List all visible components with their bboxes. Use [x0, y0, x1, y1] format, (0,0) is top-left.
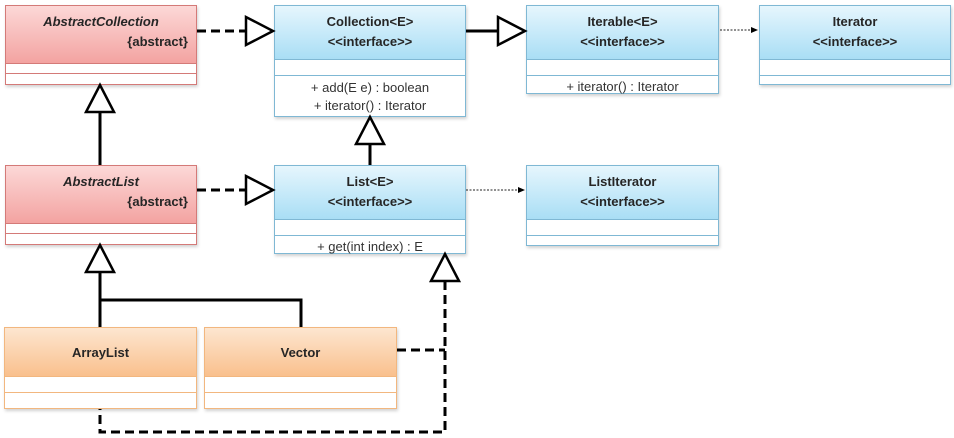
class-abstract-list[interactable]: AbstractList {abstract} [5, 165, 197, 245]
class-name: Collection<E> [326, 14, 414, 29]
class-iterator[interactable]: Iterator <<interface>> [759, 5, 951, 85]
class-name: AbstractList [63, 174, 139, 189]
class-stereotype: <<interface>> [327, 34, 413, 49]
class-name: AbstractCollection [43, 14, 159, 29]
class-header: Vector [205, 328, 396, 377]
attributes-section [527, 220, 718, 236]
class-collection[interactable]: Collection<E> <<interface>> + add(E e) :… [274, 5, 466, 117]
operation: + iterator() : Iterator [313, 98, 427, 113]
class-name: Iterable<E> [587, 14, 658, 29]
operations-section: + iterator() : Iterator [527, 76, 718, 96]
class-stereotype: {abstract} [127, 34, 188, 49]
operation: + get(int index) : E [317, 239, 423, 254]
class-name: List<E> [346, 174, 394, 189]
class-stereotype: <<interface>> [580, 34, 665, 49]
realization-abstractlist-list [197, 173, 276, 207]
hollow-triangle-icon [83, 242, 117, 274]
class-stereotype: <<interface>> [327, 194, 413, 209]
hollow-triangle-icon [244, 173, 276, 207]
class-header: ArrayList [5, 328, 196, 377]
attributes-section [205, 377, 396, 393]
class-header: Collection<E> <<interface>> [275, 6, 465, 60]
class-vector[interactable]: Vector [204, 327, 397, 409]
hollow-triangle-icon [244, 14, 276, 48]
class-header: List<E> <<interface>> [275, 166, 465, 220]
class-abstract-collection[interactable]: AbstractCollection {abstract} [5, 5, 197, 85]
class-stereotype: <<interface>> [580, 194, 665, 209]
attributes-section [6, 64, 196, 74]
attributes-section [275, 60, 465, 76]
attributes-section [760, 60, 950, 76]
hollow-triangle-icon [83, 82, 117, 114]
class-stereotype: <<interface>> [812, 34, 898, 49]
hollow-triangle-icon [428, 251, 462, 283]
class-iterable[interactable]: Iterable<E> <<interface>> + iterator() :… [526, 5, 719, 94]
operations-section: + add(E e) : boolean + iterator() : Iter… [275, 76, 465, 115]
hollow-triangle-icon [353, 114, 387, 146]
attributes-section [5, 377, 196, 393]
hollow-triangle-icon [496, 14, 528, 48]
class-header: Iterator <<interface>> [760, 6, 950, 60]
operation: + add(E e) : boolean [310, 80, 430, 95]
class-header: ListIterator <<interface>> [527, 166, 718, 220]
generalization-abstractlist-abstractcollection [83, 82, 117, 165]
class-header: AbstractList {abstract} [6, 166, 196, 224]
generalization-list-collection [353, 114, 387, 165]
class-stereotype: {abstract} [127, 194, 188, 209]
class-name: Vector [280, 345, 321, 360]
operation: + iterator() : Iterator [566, 79, 679, 94]
generalization-arraylist-vector-abstractlist [83, 242, 303, 327]
class-list[interactable]: List<E> <<interface>> + get(int index) :… [274, 165, 466, 254]
generalization-collection-iterable [466, 14, 528, 48]
class-name: ListIterator [588, 174, 657, 189]
attributes-section [6, 224, 196, 234]
realization-arraylist-vector-list [98, 251, 462, 434]
attributes-section [275, 220, 465, 236]
class-list-iterator[interactable]: ListIterator <<interface>> [526, 165, 719, 246]
attributes-section [527, 60, 718, 76]
class-name: ArrayList [71, 345, 130, 360]
class-array-list[interactable]: ArrayList [4, 327, 197, 409]
class-header: AbstractCollection {abstract} [6, 6, 196, 64]
realization-abstractcollection-collection [197, 14, 276, 48]
class-header: Iterable<E> <<interface>> [527, 6, 718, 60]
class-name: Iterator [832, 14, 878, 29]
operations-section: + get(int index) : E [275, 236, 465, 256]
